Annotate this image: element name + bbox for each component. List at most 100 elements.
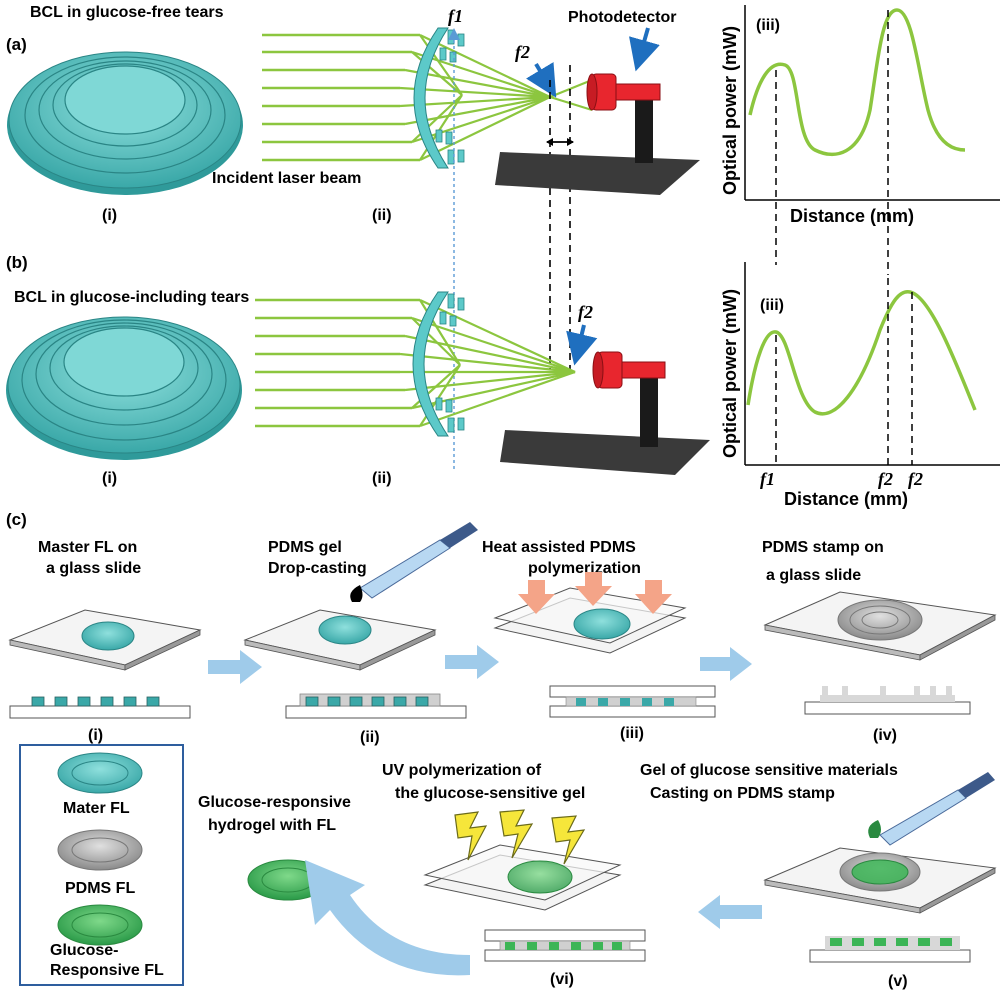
incident-laser-beams-a [262, 33, 420, 162]
plot-bottom-xlabel: Distance (mm) [784, 489, 908, 509]
step-vi-num: (vi) [550, 971, 574, 988]
plot-top-curve [748, 8, 966, 157]
photodetector-a [586, 73, 661, 163]
bcl-lens-a [7, 51, 243, 195]
step-v: Gel of glucose sensitive materials Casti… [640, 762, 997, 990]
step-i-text1: Master FL on [38, 539, 137, 556]
f2-pointer-arrow-a [526, 62, 557, 98]
step-iv: PDMS stamp on a glass slide (iv) [762, 539, 997, 744]
legend-glucose-fl-swatch [57, 904, 143, 946]
panel-b-sub-i: (i) [102, 470, 117, 487]
photodetector-b [592, 351, 666, 447]
plot-top-label: (iii) [756, 17, 780, 34]
plot-bottom-tick-f2b: f2 [908, 469, 923, 489]
incident-laser-beams-b [255, 298, 420, 428]
panel-a: (a) BCL in glucose-free tears (i) [6, 4, 700, 470]
master-fl [81, 621, 135, 651]
step-i-cross-section-slide [9, 705, 191, 719]
stage-plate-b [500, 430, 710, 475]
legend-box: Mater FL PDMS FL Glucose- Responsive FL [19, 744, 184, 986]
plot-bottom-tick-f1: f1 [760, 469, 775, 489]
step-iv-text2: a glass slide [766, 567, 861, 584]
incident-label: Incident laser beam [212, 170, 361, 187]
flow-arrow-3 [700, 647, 752, 681]
legend-item-1: Mater FL [63, 800, 130, 817]
f2-pointer-arrow-b [566, 324, 598, 366]
focal-shift-arrow-left [546, 138, 553, 146]
panel-b-label: (b) [6, 253, 28, 272]
step-vi: UV polymerization of the glucose-sensiti… [382, 762, 646, 988]
lens-cross-section-a [413, 27, 465, 169]
final-text2: hydrogel with FL [208, 817, 336, 834]
flow-arrow-2 [445, 645, 499, 679]
final-text1: Glucose-responsive [198, 794, 351, 811]
panel-c: (c) Master FL on a glass slide (i) PDMS … [6, 510, 997, 990]
legend-item-3a: Glucose- [50, 942, 118, 959]
step-iv-num: (iv) [873, 727, 897, 744]
panel-b: (b) BCL in glucose-including tears (i) [6, 253, 710, 487]
f2-label-a: f2 [515, 42, 530, 62]
legend-pdms-fl-swatch [57, 829, 143, 871]
legend-item-3b: Responsive FL [50, 962, 164, 979]
step-vi-text2: the glucose-sensitive gel [395, 785, 585, 802]
f2-label-b: f2 [578, 302, 593, 322]
bcl-lens-b [6, 316, 242, 460]
step-vi-text1: UV polymerization of [382, 762, 542, 779]
step-iii-text2: polymerization [528, 560, 641, 577]
gel-droplet-icon [350, 585, 363, 602]
step-ii-text1: PDMS gel [268, 539, 342, 556]
plot-bottom-curve [746, 290, 977, 416]
plot-top-ylabel: Optical power (mW) [720, 26, 740, 195]
panel-a-sub-ii: (ii) [372, 207, 392, 224]
plot-top-xlabel: Distance (mm) [790, 206, 914, 226]
step-ii-cross-section-slide [285, 705, 467, 719]
focal-shift-arrow-right [567, 138, 574, 146]
panel-a-title: BCL in glucose-free tears [30, 4, 224, 21]
flow-arrow-1 [208, 650, 262, 684]
plot-top: (iii) Optical power (mW) Distance (mm) [720, 5, 1000, 275]
lens-cross-section-b [412, 291, 465, 437]
master-fl-with-gel [318, 615, 372, 645]
step-ii-cross-section-features [305, 696, 429, 707]
step-iii-num: (iii) [620, 725, 644, 742]
photodetector-pointer-arrow [629, 27, 660, 72]
plot-bottom: (iii) Optical power (mW) f1 f2 f2 Distan… [720, 262, 1000, 509]
step-i: Master FL on a glass slide (i) [8, 539, 202, 744]
step-ii-text2: Drop-casting [268, 560, 367, 577]
step-iii-text1: Heat assisted PDMS [482, 539, 636, 556]
plot-bottom-tick-f2a: f2 [878, 469, 893, 489]
f1-label: f1 [448, 6, 463, 26]
heat-arrows-icon [518, 572, 672, 614]
step-ii-num: (ii) [360, 729, 380, 746]
panel-a-sub-i: (i) [102, 207, 117, 224]
step-v-text2: Casting on PDMS stamp [650, 785, 835, 802]
step-i-cross-section-features [31, 696, 160, 707]
step-i-text2: a glass slide [46, 560, 141, 577]
pipette-icon [359, 539, 451, 599]
stage-plate-a [495, 152, 700, 195]
panel-b-title: BCL in glucose-including tears [14, 289, 249, 306]
pipette-icon-2 [879, 789, 967, 846]
legend-item-2: PDMS FL [65, 880, 135, 897]
flow-arrow-final [305, 860, 470, 976]
photodetector-label: Photodetector [568, 9, 676, 26]
gel-under-uv [507, 860, 573, 894]
green-gel-droplet-icon [868, 820, 881, 838]
panel-a-label: (a) [6, 35, 27, 54]
step-iv-text1: PDMS stamp on [762, 539, 884, 556]
step-v-text1: Gel of glucose sensitive materials [640, 762, 898, 779]
panel-c-label: (c) [6, 510, 27, 529]
step-iii: Heat assisted PDMS polymerization (iii) [482, 539, 716, 742]
plot-bottom-label: (iii) [760, 297, 784, 314]
diffracted-beams-b [399, 299, 576, 428]
panel-b-sub-ii: (ii) [372, 470, 392, 487]
flow-arrow-5 [698, 895, 762, 929]
f1-arrow-head [448, 28, 460, 40]
master-fl-under-cover [573, 608, 631, 640]
legend-mater-fl-swatch [57, 752, 143, 794]
step-ii: PDMS gel Drop-casting (ii) [243, 522, 478, 746]
step-v-num: (v) [888, 973, 908, 990]
plot-bottom-ylabel: Optical power (mW) [720, 289, 740, 458]
step-i-num: (i) [88, 727, 103, 744]
